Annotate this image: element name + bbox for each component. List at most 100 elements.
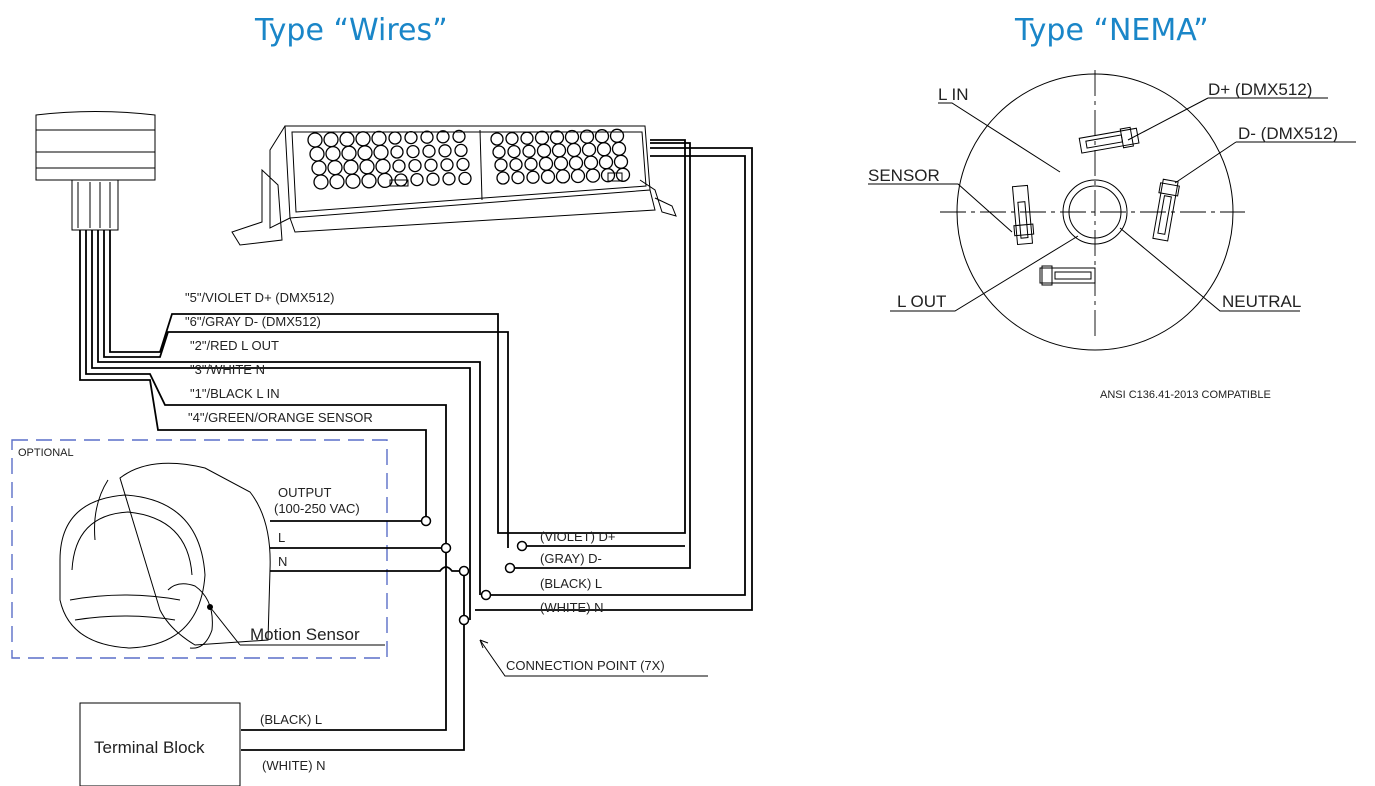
terminal-white-label: (WHITE) N xyxy=(262,758,326,773)
led-ring xyxy=(343,159,359,175)
led-ring xyxy=(585,168,601,183)
wire-bundle xyxy=(79,139,686,620)
led-ring xyxy=(426,172,440,186)
led-ring xyxy=(511,170,525,185)
led-ring xyxy=(596,142,612,157)
led-ring xyxy=(534,130,550,145)
led-ring xyxy=(568,155,584,171)
led-ring xyxy=(392,159,406,173)
led-ring xyxy=(540,169,556,184)
nema-sensor-label: SENSOR xyxy=(868,166,940,185)
wire-label-white: "3"/WHITE N xyxy=(190,362,265,377)
led-ring xyxy=(536,143,552,158)
conn-gray-label: (GRAY) D- xyxy=(540,551,602,566)
led-ring xyxy=(323,131,339,148)
terminal-block-label: Terminal Block xyxy=(94,738,205,757)
led-ring xyxy=(311,160,327,176)
led-ring xyxy=(490,132,504,146)
led-ring xyxy=(357,145,373,161)
led-ring xyxy=(555,169,571,184)
nema-neutral-label: NEUTRAL xyxy=(1222,292,1301,311)
led-ring xyxy=(611,141,627,156)
optional-label: OPTIONAL xyxy=(18,447,74,459)
led-ring xyxy=(406,144,420,159)
led-ring xyxy=(553,156,569,171)
nema-l-out-label: L OUT xyxy=(897,292,946,311)
led-ring xyxy=(375,158,391,175)
led-ring xyxy=(496,171,510,185)
motion-sensor-label: Motion Sensor xyxy=(250,625,360,644)
led-ring xyxy=(456,157,470,172)
led-ring xyxy=(313,174,329,190)
led-ring xyxy=(341,145,357,161)
led-ring xyxy=(609,128,625,143)
led-ring xyxy=(442,172,456,186)
wire-label-gray: "6"/GRAY D- (DMX512) xyxy=(185,314,321,329)
led-ring xyxy=(526,170,540,184)
led-ring xyxy=(458,171,472,186)
led-ring xyxy=(570,168,586,184)
led-ring xyxy=(436,130,450,144)
title-wires: Type “Wires” xyxy=(254,13,448,48)
led-ring xyxy=(440,158,454,172)
led-ring xyxy=(359,159,375,175)
led-ring xyxy=(329,173,345,190)
wire-label-green: "4"/GREEN/ORANGE SENSOR xyxy=(188,410,373,425)
led-ring xyxy=(598,155,614,170)
led-ring xyxy=(454,143,468,158)
led-ring xyxy=(307,132,323,148)
led-ring xyxy=(538,156,554,171)
output-label-1: OUTPUT xyxy=(278,485,332,500)
nema-receptacle-icon xyxy=(35,111,156,231)
led-ring xyxy=(327,159,343,176)
led-ring xyxy=(309,146,325,162)
optional-box xyxy=(11,439,388,659)
wire-label-red: "2"/RED L OUT xyxy=(190,338,279,353)
led-ring xyxy=(355,131,371,147)
led-ring xyxy=(339,131,355,147)
led-ring xyxy=(613,154,629,169)
title-nema: Type “NEMA” xyxy=(1014,13,1209,48)
led-ring xyxy=(424,158,438,172)
led-fixture-icon xyxy=(231,125,677,246)
output-label-2: (100-250 VAC) xyxy=(274,501,360,516)
led-ring xyxy=(615,167,631,182)
led-ring xyxy=(522,144,536,158)
led-ring xyxy=(583,155,599,170)
nema-d-plus-label: D+ (DMX512) xyxy=(1208,80,1312,99)
sensor-l-label: L xyxy=(278,530,285,545)
led-ring xyxy=(492,145,506,159)
led-ring xyxy=(600,168,616,183)
led-ring xyxy=(551,143,567,158)
led-ring xyxy=(371,130,387,147)
led-ring xyxy=(325,145,341,162)
led-ring xyxy=(505,131,519,146)
terminal-black-label: (BLACK) L xyxy=(260,712,322,727)
led-ring xyxy=(494,158,508,172)
led-ring xyxy=(361,173,377,189)
wire-label-violet: "5"/VIOLET D+ (DMX512) xyxy=(185,290,335,305)
ansi-label: ANSI C136.41-2013 COMPATIBLE xyxy=(1100,389,1271,401)
led-ring xyxy=(422,144,436,158)
led-ring xyxy=(438,144,452,158)
led-ring xyxy=(507,144,521,159)
led-ring xyxy=(520,131,534,145)
led-ring xyxy=(408,158,422,173)
nema-l-in-label: L IN xyxy=(938,85,969,104)
led-ring xyxy=(390,145,404,159)
led-ring xyxy=(388,131,402,145)
conn-violet-label: (VIOLET) D+ xyxy=(540,529,616,544)
led-ring xyxy=(373,144,389,161)
connection-point-label: CONNECTION POINT (7X) xyxy=(506,658,665,673)
conn-white-label: (WHITE) N xyxy=(540,600,604,615)
led-ring xyxy=(410,172,424,187)
motion-sensor-icon xyxy=(59,462,385,649)
led-ring xyxy=(420,130,434,144)
nema-d-minus-label: D- (DMX512) xyxy=(1238,124,1338,143)
sensor-n-label: N xyxy=(278,554,287,569)
led-ring xyxy=(524,157,538,171)
conn-black-label: (BLACK) L xyxy=(540,576,602,591)
led-ring xyxy=(549,130,565,145)
nema-connector-diagram xyxy=(868,70,1356,351)
